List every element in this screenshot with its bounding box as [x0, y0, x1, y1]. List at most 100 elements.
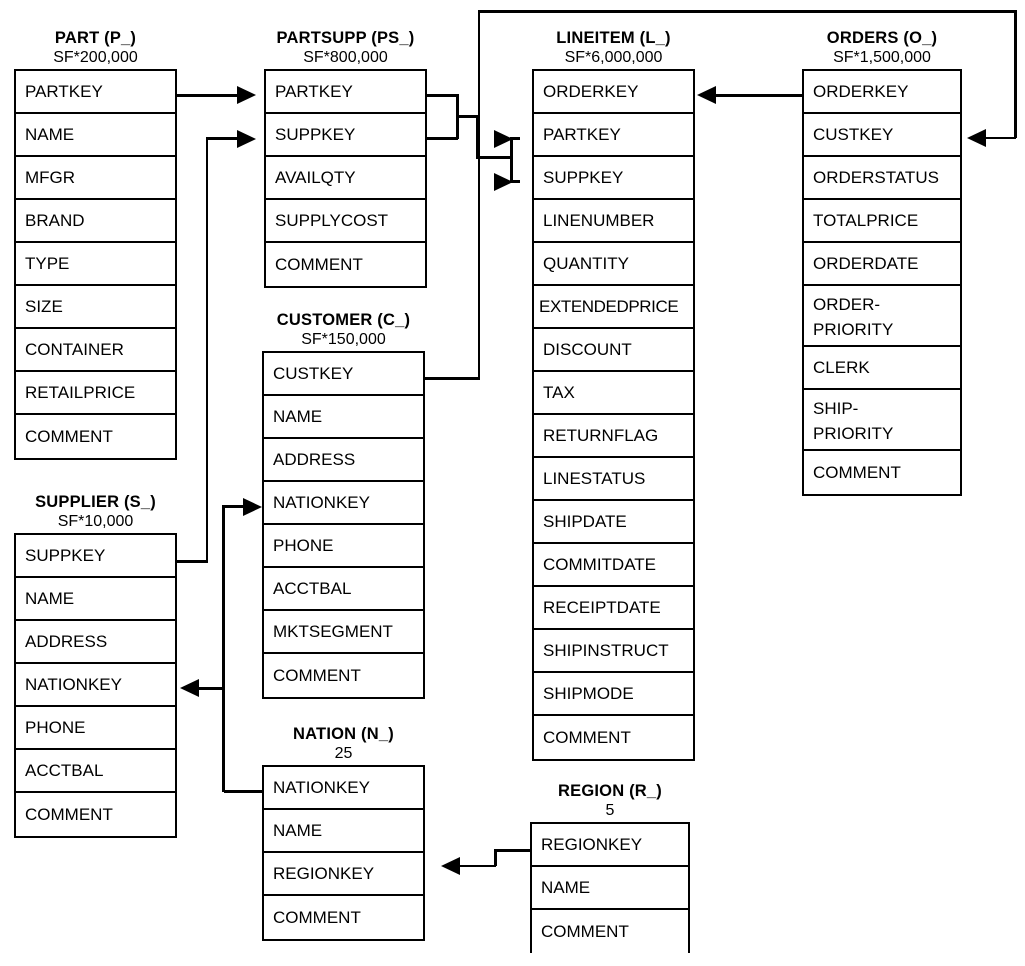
field-lineitem-quantity[interactable]: QUANTITY — [534, 243, 693, 286]
field-nation-name[interactable]: NAME — [264, 810, 423, 853]
field-lineitem-orderkey[interactable]: ORDERKEY — [534, 71, 693, 114]
field-lineitem-linestatus[interactable]: LINESTATUS — [534, 458, 693, 501]
entity-part[interactable]: PART (P_) SF*200,000 PARTKEY NAME MFGR B… — [14, 28, 177, 460]
field-part-type[interactable]: TYPE — [16, 243, 175, 286]
field-partsupp-supplycost[interactable]: SUPPLYCOST — [266, 200, 425, 243]
field-lineitem-extendedprice[interactable]: EXTENDEDPRICE — [534, 286, 693, 329]
link-nation-nationkey-bus — [222, 506, 225, 792]
field-nation-nationkey[interactable]: NATIONKEY — [264, 767, 423, 810]
link-region-nation-regionkey — [459, 864, 496, 867]
arrowhead-customer-nationkey — [243, 498, 262, 516]
field-customer-address[interactable]: ADDRESS — [264, 439, 423, 482]
entity-lineitem-cardinality: SF*6,000,000 — [564, 49, 663, 66]
link-orders-custkey-in — [985, 136, 1016, 139]
field-lineitem-shipmode[interactable]: SHIPMODE — [534, 673, 693, 716]
field-lineitem-shipdate[interactable]: SHIPDATE — [534, 501, 693, 544]
link-partsupp-suppkey-exit — [427, 137, 458, 140]
entity-part-cardinality: SF*200,000 — [53, 49, 138, 66]
link-region-regionkey-exit — [494, 849, 531, 852]
entity-supplier[interactable]: SUPPLIER (S_) SF*10,000 SUPPKEY NAME ADD… — [14, 492, 177, 838]
field-customer-comment[interactable]: COMMENT — [264, 654, 423, 697]
field-part-brand[interactable]: BRAND — [16, 200, 175, 243]
field-part-size[interactable]: SIZE — [16, 286, 175, 329]
arrowhead-lineitem-partkey — [494, 130, 513, 148]
link-lineitem-suppkey-in — [510, 180, 520, 183]
entity-partsupp[interactable]: PARTSUPP (PS_) SF*800,000 PARTKEY SUPPKE… — [264, 28, 427, 288]
link-supplier-suppkey-exit — [177, 560, 208, 563]
field-orders-orderkey[interactable]: ORDERKEY — [804, 71, 960, 114]
field-region-name[interactable]: NAME — [532, 867, 688, 910]
entity-customer[interactable]: CUSTOMER (C_) SF*150,000 CUSTKEY NAME AD… — [262, 310, 425, 699]
entity-customer-fields: CUSTKEY NAME ADDRESS NATIONKEY PHONE ACC… — [262, 351, 425, 699]
field-nation-regionkey[interactable]: REGIONKEY — [264, 853, 423, 896]
entity-customer-title: CUSTOMER (C_) — [276, 311, 411, 329]
arrowhead-partsupp-suppkey — [237, 130, 256, 148]
field-lineitem-shipinstruct[interactable]: SHIPINSTRUCT — [534, 630, 693, 673]
field-lineitem-linenumber[interactable]: LINENUMBER — [534, 200, 693, 243]
field-lineitem-comment[interactable]: COMMENT — [534, 716, 693, 759]
field-part-container[interactable]: CONTAINER — [16, 329, 175, 372]
link-partsupp-partkey-exit — [427, 94, 458, 97]
field-part-partkey[interactable]: PARTKEY — [16, 71, 175, 114]
field-supplier-name[interactable]: NAME — [16, 578, 175, 621]
field-orders-orderpriority[interactable]: ORDER-PRIORITY — [804, 286, 960, 347]
field-supplier-comment[interactable]: COMMENT — [16, 793, 175, 836]
field-partsupp-partkey[interactable]: PARTKEY — [266, 71, 425, 114]
entity-lineitem[interactable]: LINEITEM (L_) SF*6,000,000 ORDERKEY PART… — [532, 28, 695, 761]
field-customer-mktsegment[interactable]: MKTSEGMENT — [264, 611, 423, 654]
entity-region-title: REGION (R_) — [558, 782, 662, 800]
link-nation-customer-nationkey — [222, 505, 245, 508]
field-lineitem-partkey[interactable]: PARTKEY — [534, 114, 693, 157]
field-orders-clerk[interactable]: CLERK — [804, 347, 960, 390]
field-supplier-acctbal[interactable]: ACCTBAL — [16, 750, 175, 793]
entity-nation[interactable]: NATION (N_) 25 NATIONKEY NAME REGIONKEY … — [262, 724, 425, 941]
field-customer-nationkey[interactable]: NATIONKEY — [264, 482, 423, 525]
entity-customer-cardinality: SF*150,000 — [301, 331, 386, 348]
field-orders-comment[interactable]: COMMENT — [804, 451, 960, 494]
field-partsupp-availqty[interactable]: AVAILQTY — [266, 157, 425, 200]
entity-part-fields: PARTKEY NAME MFGR BRAND TYPE SIZE CONTAI… — [14, 69, 177, 460]
field-orders-orderstatus[interactable]: ORDERSTATUS — [804, 157, 960, 200]
field-orders-shippriority[interactable]: SHIP-PRIORITY — [804, 390, 960, 451]
field-partsupp-comment[interactable]: COMMENT — [266, 243, 425, 286]
field-supplier-suppkey[interactable]: SUPPKEY — [16, 535, 175, 578]
field-orders-totalprice[interactable]: TOTALPRICE — [804, 200, 960, 243]
field-part-mfgr[interactable]: MFGR — [16, 157, 175, 200]
field-lineitem-discount[interactable]: DISCOUNT — [534, 329, 693, 372]
entity-orders-cardinality: SF*1,500,000 — [833, 49, 931, 66]
field-customer-name[interactable]: NAME — [264, 396, 423, 439]
field-customer-acctbal[interactable]: ACCTBAL — [264, 568, 423, 611]
field-region-comment[interactable]: COMMENT — [532, 910, 688, 953]
field-lineitem-receiptdate[interactable]: RECEIPTDATE — [534, 587, 693, 630]
link-nation-supplier-nationkey — [199, 687, 224, 690]
field-supplier-phone[interactable]: PHONE — [16, 707, 175, 750]
field-nation-comment[interactable]: COMMENT — [264, 896, 423, 939]
entity-orders-fields: ORDERKEY CUSTKEY ORDERSTATUS TOTALPRICE … — [802, 69, 962, 496]
link-customer-orders-top — [477, 10, 1017, 13]
entity-region[interactable]: REGION (R_) 5 REGIONKEY NAME COMMENT — [530, 781, 690, 953]
arrowhead-nation-regionkey — [441, 857, 460, 875]
field-part-comment[interactable]: COMMENT — [16, 415, 175, 458]
field-lineitem-commitdate[interactable]: COMMITDATE — [534, 544, 693, 587]
link-lineitem-split-riser — [510, 137, 513, 182]
field-partsupp-suppkey[interactable]: SUPPKEY — [266, 114, 425, 157]
field-lineitem-tax[interactable]: TAX — [534, 372, 693, 415]
field-supplier-address[interactable]: ADDRESS — [16, 621, 175, 664]
entity-part-title: PART (P_) — [54, 29, 137, 47]
entity-orders[interactable]: ORDERS (O_) SF*1,500,000 ORDERKEY CUSTKE… — [802, 28, 962, 496]
link-customer-orders-descender — [1014, 10, 1017, 138]
field-lineitem-returnflag[interactable]: RETURNFLAG — [534, 415, 693, 458]
field-supplier-nationkey[interactable]: NATIONKEY — [16, 664, 175, 707]
field-customer-custkey[interactable]: CUSTKEY — [264, 353, 423, 396]
field-region-regionkey[interactable]: REGIONKEY — [532, 824, 688, 867]
link-orders-lineitem-orderkey — [715, 94, 803, 97]
link-partsupp-bus-bottom — [475, 156, 513, 159]
field-part-name[interactable]: NAME — [16, 114, 175, 157]
field-part-retailprice[interactable]: RETAILPRICE — [16, 372, 175, 415]
link-partsupp-bus-right — [475, 115, 478, 158]
field-customer-phone[interactable]: PHONE — [264, 525, 423, 568]
field-orders-custkey[interactable]: CUSTKEY — [804, 114, 960, 157]
field-lineitem-suppkey[interactable]: SUPPKEY — [534, 157, 693, 200]
field-orders-orderdate[interactable]: ORDERDATE — [804, 243, 960, 286]
link-region-regionkey-drop — [494, 849, 497, 866]
